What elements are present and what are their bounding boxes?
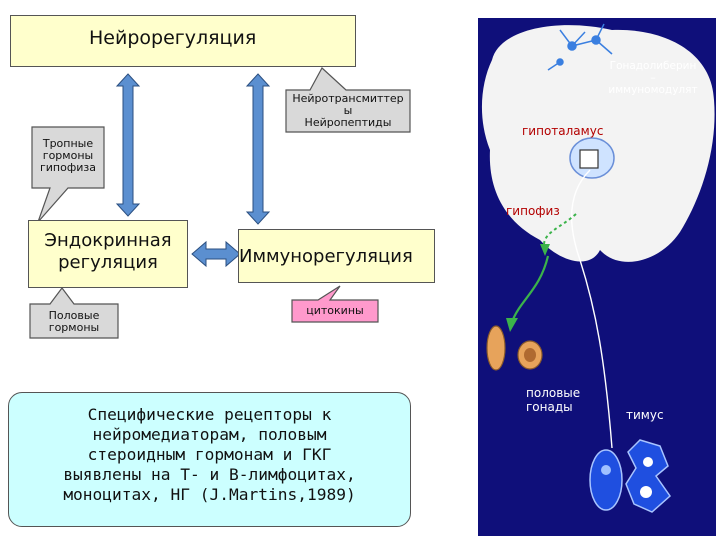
thymus-cell-right: [625, 439, 671, 513]
neuro-endo-arrow: [115, 73, 141, 217]
endo-immuno-arrow: [191, 240, 241, 268]
note-line1: Специфические рецепторы к: [87, 405, 332, 424]
pituitary-square: [579, 149, 599, 169]
pituitary-arrowhead: [540, 244, 550, 256]
tropic-callout: [31, 126, 105, 223]
tropic-callout-text: Тропные гормоны гипофиза: [32, 138, 104, 174]
endocrine-label-line1: Эндокринная: [44, 230, 172, 251]
cytokines-label: цитокины: [306, 304, 364, 317]
sex-hormones-callout: [29, 287, 119, 339]
note-line3: стероидным гормонам и ГКГ: [87, 445, 332, 464]
receptors-note: Специфические рецепторы к нейромедиатора…: [8, 392, 411, 527]
immunoregulation-label: Иммунорегуляция: [239, 246, 413, 267]
neuron-cluster: [547, 23, 613, 71]
neurotransmitter-callout-text: Нейротрансмиттер ы Нейропептиды: [286, 93, 410, 129]
gonadoliberin-line3: иммуномодулят: [608, 84, 698, 96]
gonadoliberin-line2: –: [650, 72, 656, 84]
note-line2: нейромедиаторам, половым: [92, 425, 327, 444]
gonads-line1: половые: [526, 386, 581, 400]
gonad-left: [486, 325, 506, 371]
thymus-pathway: [571, 169, 613, 449]
pituitary-label: гипофиз: [506, 204, 560, 218]
neurotransmitter-line2: ы: [343, 104, 353, 117]
immunoregulation-box: Иммунорегуляция: [238, 229, 435, 283]
note-line5: моноцитах, НГ (J.Martins,1989): [63, 485, 356, 504]
thymus-cell-left: [589, 449, 623, 511]
neurotransmitter-line1: Нейротрансмиттер: [292, 92, 404, 105]
neuroregulation-box: Нейрорегуляция: [10, 15, 356, 67]
thymus-label: тимус: [626, 408, 664, 422]
tropic-line3: гипофиза: [40, 161, 96, 174]
sex-hormones-line2: гормоны: [48, 321, 100, 334]
gonadoliberin-label: Гонадолиберин – иммуномодулят: [598, 60, 708, 96]
gonads-label: половые гонады: [526, 386, 580, 414]
sex-hormones-callout-text: Половые гормоны: [30, 310, 118, 334]
neuroregulation-label: Нейрорегуляция: [89, 27, 257, 49]
gonad-arrowhead: [506, 318, 518, 332]
endocrine-regulation-box: Эндокринная регуляция: [28, 220, 188, 288]
hypothalamus-label: гипоталамус: [522, 124, 604, 138]
tropic-line2: гормоны: [42, 149, 94, 162]
sex-hormones-line1: Половые: [48, 309, 100, 322]
cytokines-callout-text: цитокины: [292, 305, 378, 317]
neurotransmitter-callout: [285, 67, 411, 133]
neurotransmitter-line3: Нейропептиды: [304, 116, 392, 129]
gonadoliberin-line1: Гонадолиберин: [609, 60, 697, 72]
neuro-immuno-arrow: [245, 73, 271, 225]
cytokines-callout: [291, 285, 379, 323]
gonad-pathway-lower: [510, 255, 550, 323]
gonad-pathway: [543, 213, 577, 245]
endocrine-label-line2: регуляция: [58, 252, 158, 273]
note-line4: выявлены на Т- и В-лимфоцитах,: [63, 465, 356, 484]
gonads-line2: гонады: [526, 400, 573, 414]
tropic-line1: Тропные: [42, 137, 94, 150]
